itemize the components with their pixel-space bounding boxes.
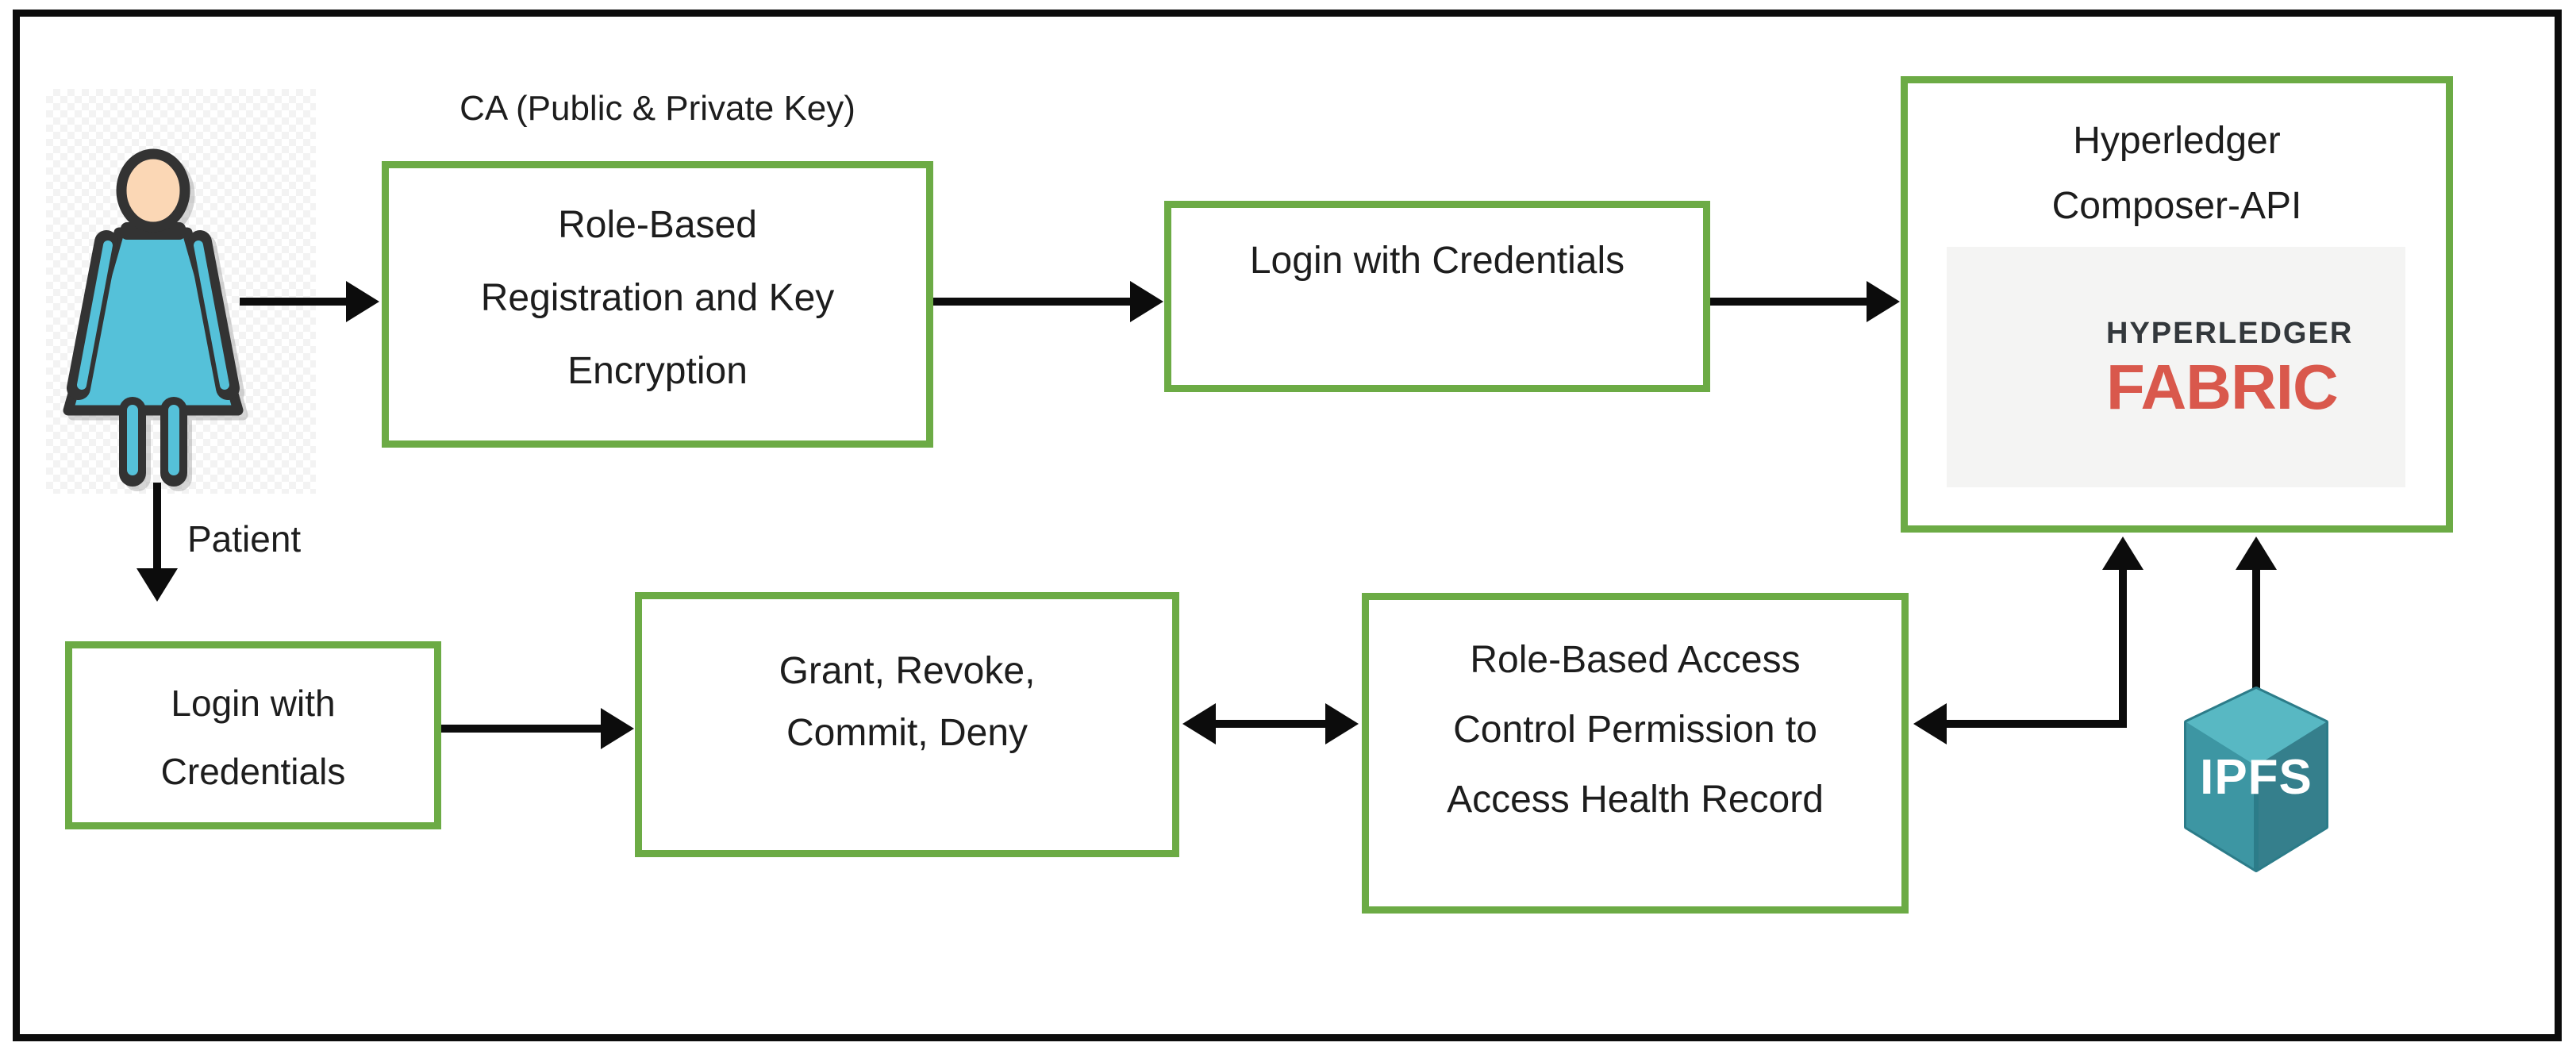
arrow-login-to-actions — [441, 708, 634, 749]
box-text-line: Access Health Record — [1447, 779, 1824, 821]
box-role-based-registration: Role-Based Registration and Key Encrypti… — [382, 161, 933, 448]
box-text-line: Login with Credentials — [1249, 240, 1625, 282]
box-text-line: Hyperledger — [2073, 120, 2281, 162]
box-login-with-credentials-top: Login with Credentials — [1164, 201, 1710, 392]
arrow-registration-to-login — [933, 281, 1163, 322]
patient-label: Patient — [187, 518, 302, 560]
box-text-line: Login with — [171, 683, 336, 724]
fabric-logo-words: HYPERLEDGER FABRIC — [2106, 317, 2354, 422]
arrow-person-to-registration — [240, 281, 379, 322]
box-login-with-credentials-bottom: Login with Credentials — [65, 641, 441, 829]
box-text-line: Composer-API — [2051, 185, 2302, 227]
ca-key-label: CA (Public & Private Key) — [459, 89, 855, 128]
box-text-line: Commit, Deny — [786, 712, 1028, 754]
fabric-dashes-icon-spacer — [1978, 308, 2086, 427]
arrow-actions-rbac-bidirectional — [1182, 703, 1359, 744]
box-text-line: Credentials — [160, 751, 346, 792]
fabric-brand-text: HYPERLEDGER — [2106, 317, 2354, 350]
box-text-line: Registration and Key — [480, 277, 835, 319]
arrow-login-to-hyperledger — [1710, 281, 1900, 322]
ipfs-cube-icon — [2184, 687, 2328, 872]
box-grant-revoke-commit-deny: Grant, Revoke, Commit, Deny — [635, 592, 1179, 857]
arrow-rbac-hyperledger-bidirectional — [1913, 537, 2143, 744]
person-icon — [63, 148, 244, 487]
fabric-product-text: FABRIC — [2106, 352, 2339, 422]
box-text-line: Role-Based — [558, 204, 757, 246]
arrow-person-to-patient-login — [136, 483, 178, 602]
box-text-line: Encryption — [567, 350, 748, 392]
ipfs-label: IPFS — [2200, 750, 2313, 805]
arrow-ipfs-to-hyperledger — [2236, 537, 2277, 694]
box-text-line: Control Permission to — [1453, 709, 1817, 751]
hyperledger-fabric-logo: HYPERLEDGER FABRIC — [1947, 247, 2405, 487]
box-text-line: Grant, Revoke, — [779, 650, 1036, 692]
box-role-based-access-control: Role-Based Access Control Permission to … — [1362, 593, 1909, 914]
box-text-line: Role-Based Access — [1470, 639, 1801, 681]
